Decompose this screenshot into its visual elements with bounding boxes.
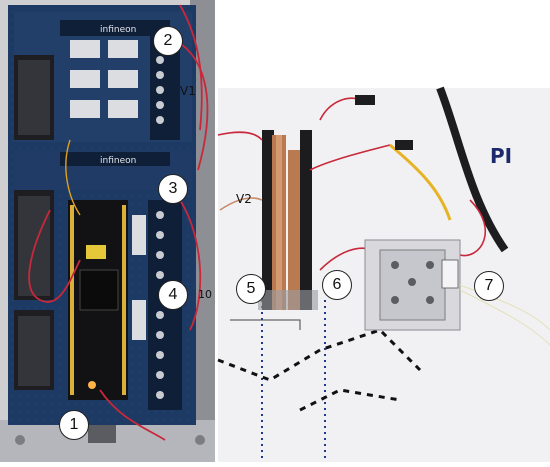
stage-wires	[217, 97, 486, 271]
pi-logo: PI	[490, 144, 512, 168]
black-dotted-lines	[217, 328, 422, 412]
callout-3: 3	[158, 174, 188, 204]
callout-5: 5	[236, 274, 266, 304]
infineon-brand-top: infineon	[100, 25, 136, 35]
label-v2: V2	[236, 192, 252, 206]
positioning-stage	[364, 239, 461, 331]
left-photo-pcb: infineon infineon	[0, 0, 215, 462]
callout-1: 1	[59, 410, 89, 440]
label-10: 10	[198, 288, 212, 301]
red-wires	[28, 4, 209, 441]
usb-connector	[88, 425, 116, 443]
callout-4: 4	[158, 280, 188, 310]
callout-2: 2	[153, 26, 183, 56]
piezo-plate-left	[262, 130, 286, 310]
callout-7: 7	[474, 271, 504, 301]
status-led	[88, 381, 96, 389]
callout-6: 6	[322, 270, 352, 300]
piezo-plate-right	[288, 130, 312, 310]
label-v1: V1	[180, 84, 196, 98]
infineon-brand-mid: infineon	[100, 156, 136, 166]
